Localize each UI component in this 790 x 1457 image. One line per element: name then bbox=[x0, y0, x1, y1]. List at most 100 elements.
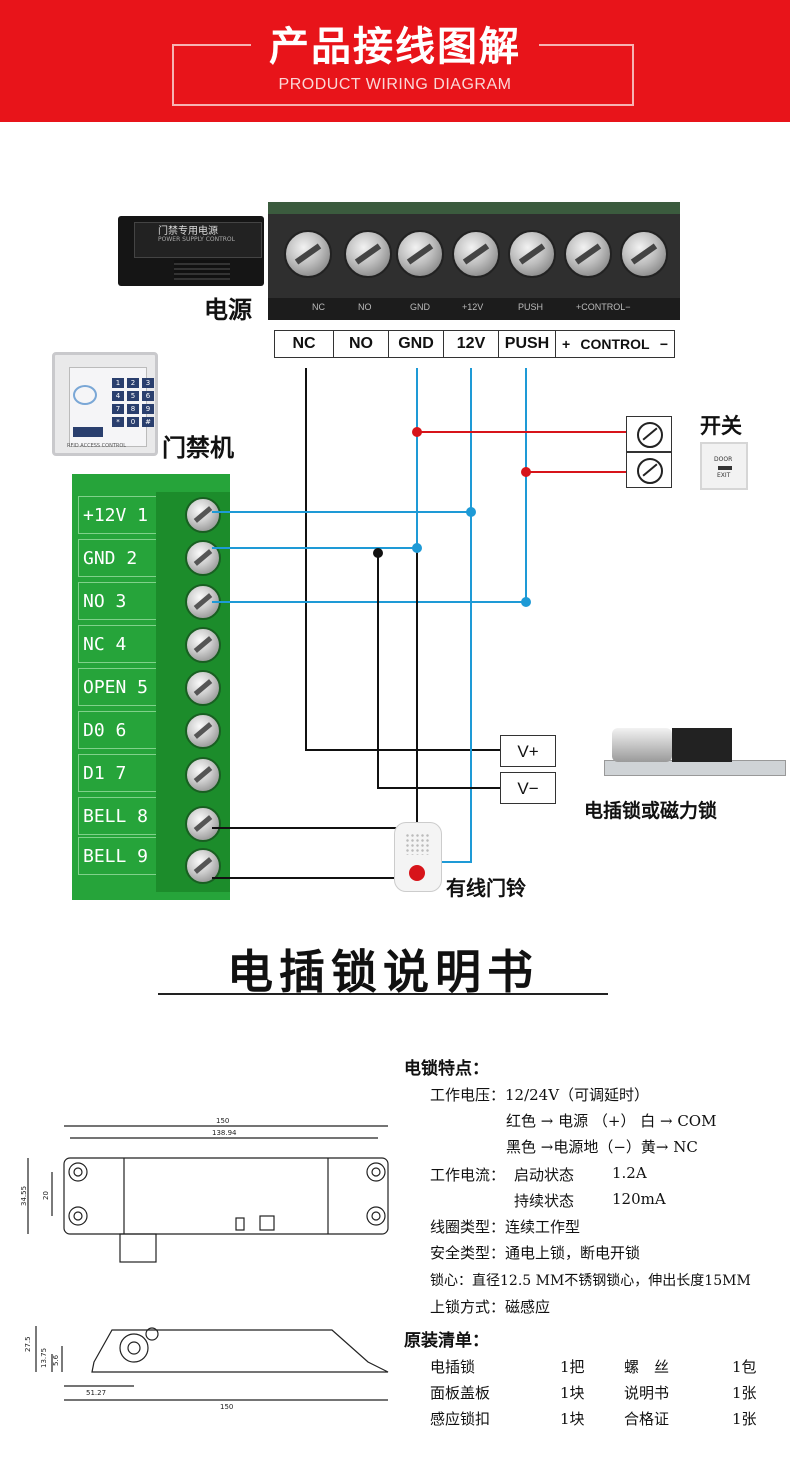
pin-label-open: OPEN 5 bbox=[78, 668, 156, 706]
feature-current-label: 工作电流： bbox=[430, 1166, 506, 1184]
junction-push bbox=[521, 597, 531, 607]
packing-qty-3: 1块 bbox=[560, 1410, 585, 1428]
psu-screw-12v bbox=[452, 230, 500, 278]
feature-voltage: 工作电压：12/24V（可调延时） bbox=[430, 1086, 650, 1104]
power-supply-box: 门禁专用电源 POWER SUPPLY CONTROL bbox=[118, 216, 264, 286]
wire-gnd-to-vminus bbox=[377, 553, 500, 789]
key-icon bbox=[718, 466, 732, 470]
psu-label: 电源 bbox=[204, 296, 252, 324]
feature-coil: 线圈类型：连续工作型 bbox=[430, 1218, 581, 1236]
packing-item-1: 电插锁 bbox=[430, 1358, 476, 1376]
psu-screw-gnd bbox=[396, 230, 444, 278]
dim-side-width: 150 bbox=[220, 1403, 233, 1411]
dim-top-inner: 138.94 bbox=[212, 1129, 237, 1137]
pin-label-bell9: BELL 9 bbox=[78, 837, 156, 875]
keypad-key-*: * bbox=[112, 417, 124, 427]
packing-item-3: 感应锁扣 bbox=[430, 1410, 491, 1428]
exit-button-text: DOOR bbox=[714, 456, 733, 463]
junction-red-gnd bbox=[412, 427, 422, 437]
packing-qty2-3: 1张 bbox=[732, 1410, 757, 1428]
dim-side-h1: 27.5 bbox=[24, 1336, 32, 1352]
switch-terminal-bottom bbox=[626, 452, 672, 488]
board-screw-1 bbox=[185, 497, 221, 533]
pin-label-12v: +12V 1 bbox=[78, 496, 156, 534]
dim-height1: 34.55 bbox=[20, 1186, 28, 1206]
lock-dimension-drawing: 150 138.94 34.55 20 27.5 13.75 5.6 51.27… bbox=[20, 1117, 389, 1411]
keypad-key-#: # bbox=[142, 417, 154, 427]
keypad-key-3: 3 bbox=[142, 378, 154, 388]
feature-wire2: 黑色 →电源地（−）黄→ NC bbox=[506, 1138, 698, 1156]
terminal-push: PUSH bbox=[499, 331, 556, 357]
dim-top-width: 150 bbox=[216, 1117, 229, 1125]
terminal-no: NO bbox=[334, 331, 389, 357]
features-heading: 电锁特点： bbox=[404, 1059, 489, 1079]
manual-title-underline bbox=[158, 993, 608, 995]
psu-top-label-no: NO bbox=[358, 302, 372, 312]
psu-top-label-control: +CONTROL− bbox=[576, 302, 631, 312]
wire-gnd bbox=[212, 368, 418, 549]
packing-item2-1: 螺 丝 bbox=[624, 1358, 670, 1376]
psu-top-label-push: PUSH bbox=[518, 302, 544, 312]
keypad-key-9: 9 bbox=[142, 404, 154, 414]
board-screw-7 bbox=[185, 757, 221, 793]
psu-terminal-labels: NC NO GND 12V PUSH + CONTROL − bbox=[274, 330, 675, 358]
keypad-caption: RFID ACCESS CONTROL bbox=[67, 443, 127, 449]
packing-qty-2: 1块 bbox=[560, 1384, 585, 1402]
terminal-control-plus: + bbox=[562, 336, 571, 352]
psu-screw-ctrl-plus bbox=[564, 230, 612, 278]
packing-qty2-2: 1张 bbox=[732, 1384, 757, 1402]
terminal-control-text: CONTROL bbox=[580, 336, 650, 352]
wire-nc-to-vplus bbox=[305, 368, 500, 751]
page-subtitle: PRODUCT WIRING DIAGRAM bbox=[278, 76, 512, 93]
junction-12v bbox=[466, 507, 476, 517]
terminal-control-minus: − bbox=[659, 336, 668, 352]
feature-hold-state: 持续状态 bbox=[514, 1192, 575, 1210]
bell-label: 有线门铃 bbox=[446, 876, 526, 900]
keypad-key-7: 7 bbox=[112, 404, 124, 414]
keypad-blue-key bbox=[73, 427, 103, 437]
pin-label-no: NO 3 bbox=[78, 582, 156, 620]
lock-body bbox=[612, 728, 672, 762]
packing-heading: 原装清单： bbox=[404, 1331, 489, 1351]
dim-side-h3: 5.6 bbox=[52, 1354, 60, 1366]
pin-label-gnd: GND 2 bbox=[78, 539, 156, 577]
terminal-control: + CONTROL − bbox=[556, 331, 674, 357]
psu-screw-no bbox=[344, 230, 392, 278]
terminal-nc: NC bbox=[275, 331, 334, 357]
packing-qty2-1: 1包 bbox=[732, 1358, 757, 1376]
pin-label-bell8: BELL 8 bbox=[78, 797, 156, 835]
doorbell-logo-icon bbox=[409, 865, 425, 881]
psu-top-label-gnd: GND bbox=[410, 302, 430, 312]
board-screw-4 bbox=[185, 627, 221, 663]
electric-bolt-lock-device bbox=[604, 760, 786, 776]
header-banner: 产品接线图解 PRODUCT WIRING DIAGRAM bbox=[0, 0, 790, 122]
packing-item2-3: 合格证 bbox=[624, 1410, 670, 1428]
feature-hold-value: 120mA bbox=[612, 1190, 666, 1208]
terminal-gnd: GND bbox=[389, 331, 444, 357]
packing-item-2: 面板盖板 bbox=[430, 1384, 491, 1402]
pin-label-d1: D1 7 bbox=[78, 754, 156, 792]
exit-button-device: DOOR EXIT bbox=[700, 442, 748, 490]
psu-screw-push bbox=[508, 230, 556, 278]
psu-screw-nc bbox=[284, 230, 332, 278]
feature-start-state: 启动状态 bbox=[514, 1166, 575, 1184]
keypad-key-2: 2 bbox=[127, 378, 139, 388]
feature-safety: 安全类型：通电上锁，断电开锁 bbox=[430, 1244, 641, 1262]
packing-item2-2: 说明书 bbox=[624, 1384, 670, 1402]
switch-terminal-top bbox=[626, 416, 672, 452]
pin-label-d0: D0 6 bbox=[78, 711, 156, 749]
keypad-key-8: 8 bbox=[127, 404, 139, 414]
keypad-key-6: 6 bbox=[142, 391, 154, 401]
psu-device-sublabel: POWER SUPPLY CONTROL bbox=[158, 236, 235, 243]
junction-black-gnd bbox=[373, 548, 383, 558]
feature-wire1: 红色 → 电源 （+） 白 → COM bbox=[506, 1112, 717, 1130]
lock-label: 电插锁或磁力锁 bbox=[584, 800, 718, 822]
feature-lock-mode: 上锁方式：磁感应 bbox=[430, 1298, 551, 1316]
board-screw-2 bbox=[185, 540, 221, 576]
dim-side-offset: 51.27 bbox=[86, 1389, 106, 1397]
keypad-key-0: 0 bbox=[127, 417, 139, 427]
psu-screw-ctrl-minus bbox=[620, 230, 668, 278]
board-screw-8 bbox=[185, 806, 221, 842]
dim-height2: 20 bbox=[42, 1191, 50, 1200]
wire-push bbox=[212, 368, 527, 603]
